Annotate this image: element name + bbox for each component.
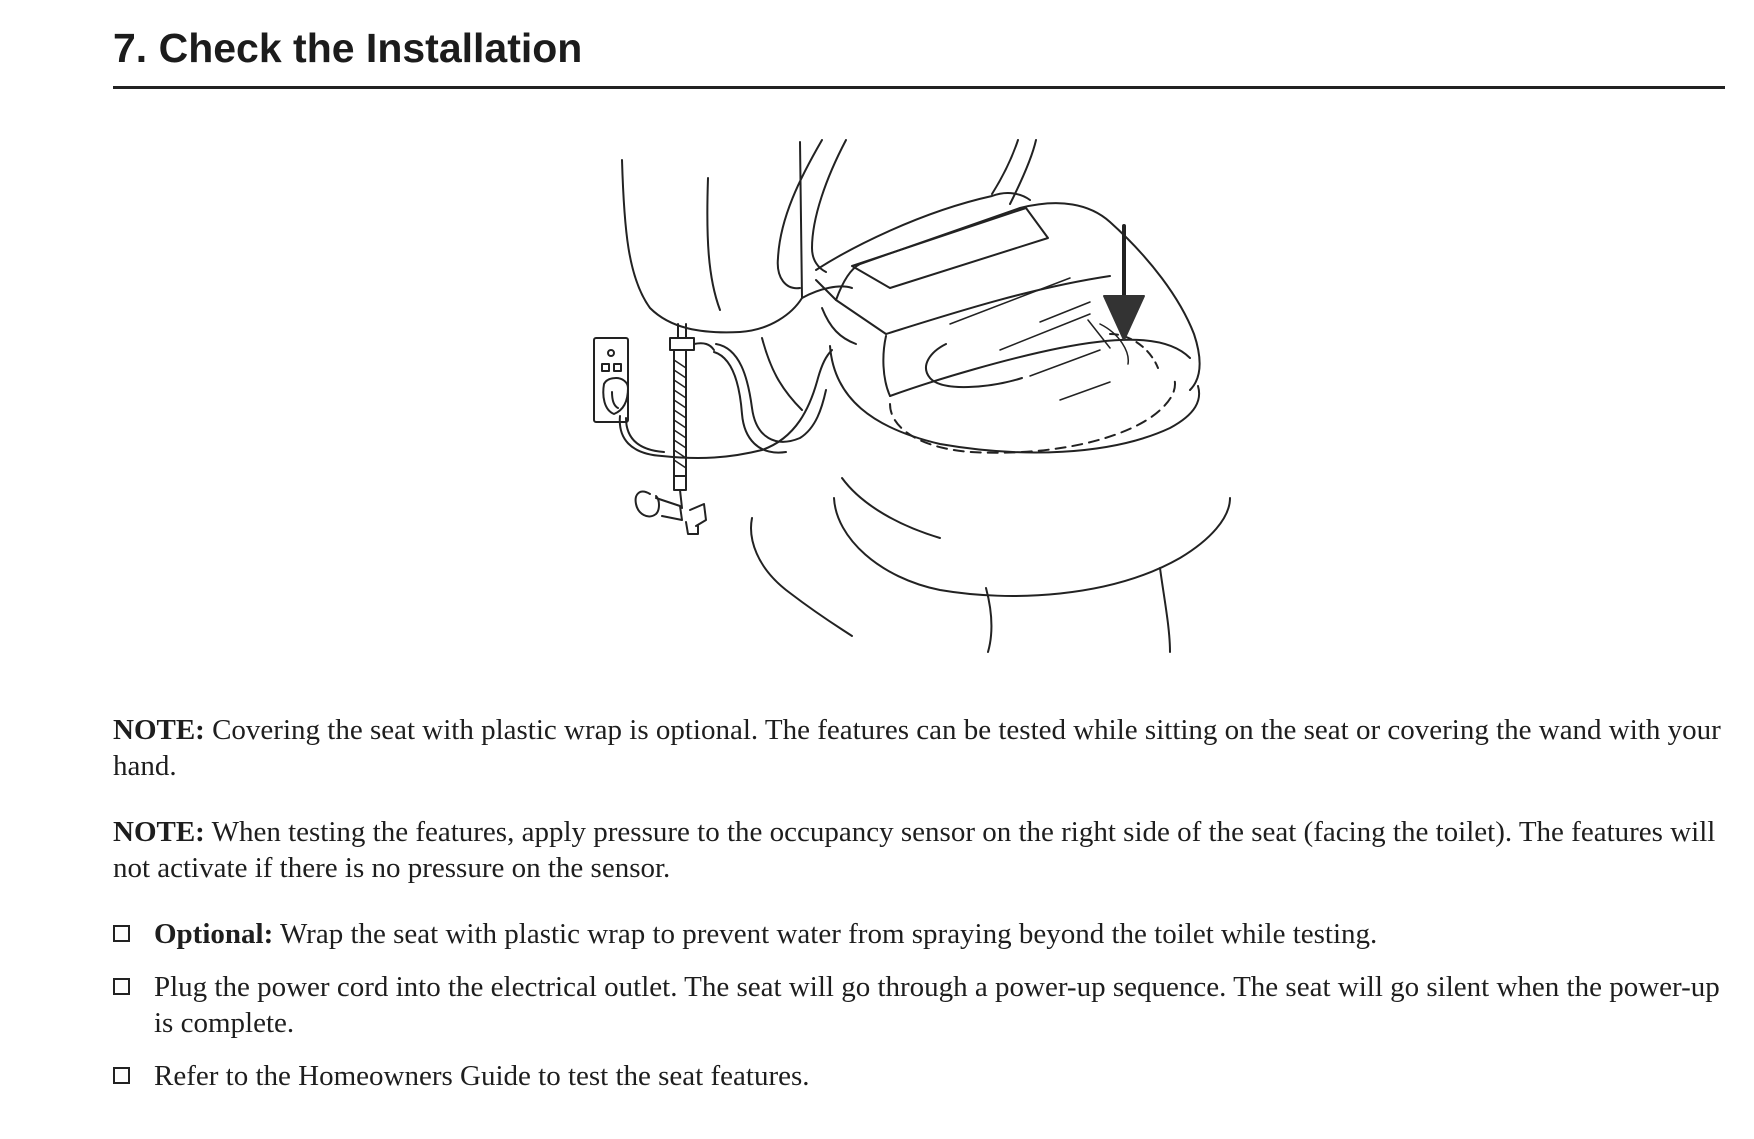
- bidet-seat-drawing: [815, 202, 1201, 454]
- checkbox[interactable]: [113, 1067, 130, 1084]
- checklist-item: Refer to the Homeowners Guide to test th…: [113, 1058, 1728, 1094]
- note-label: NOTE:: [113, 714, 205, 746]
- toilet-tank-drawing: [621, 141, 853, 334]
- toilet-seat-illustration: [590, 138, 1250, 660]
- checklist-item-text: Wrap the seat with plastic wrap to preve…: [273, 918, 1378, 950]
- note-paragraph: NOTE: Covering the seat with plastic wra…: [113, 712, 1728, 784]
- checklist-item: Optional: Wrap the seat with plastic wra…: [113, 916, 1728, 952]
- electrical-outlet-icon: [593, 337, 629, 423]
- note-paragraph: NOTE: When testing the features, apply p…: [113, 814, 1728, 886]
- checklist-item: Plug the power cord into the electrical …: [113, 969, 1728, 1041]
- note-text: Covering the seat with plastic wrap is o…: [113, 714, 1721, 782]
- title-divider: [113, 86, 1725, 89]
- power-cord-drawing: [618, 349, 833, 459]
- checklist-item-text: Refer to the Homeowners Guide to test th…: [154, 1060, 810, 1092]
- toilet-bowl-drawing: [750, 337, 1231, 653]
- checklist-item-text: Plug the power cord into the electrical …: [154, 971, 1720, 1039]
- down-arrow-icon: [1103, 224, 1145, 341]
- installation-checklist: Optional: Wrap the seat with plastic wra…: [113, 916, 1728, 1111]
- checkbox[interactable]: [113, 978, 130, 995]
- note-text: When testing the features, apply pressur…: [113, 816, 1716, 884]
- water-supply-hose-drawing: [669, 323, 827, 477]
- toilet-lid-drawing: [776, 139, 1037, 290]
- page-title: 7. Check the Installation: [113, 25, 583, 71]
- checklist-item-label: Optional:: [154, 918, 274, 950]
- checkbox[interactable]: [113, 925, 130, 942]
- note-label: NOTE:: [113, 816, 205, 848]
- water-supply-valve-icon: [634, 475, 707, 535]
